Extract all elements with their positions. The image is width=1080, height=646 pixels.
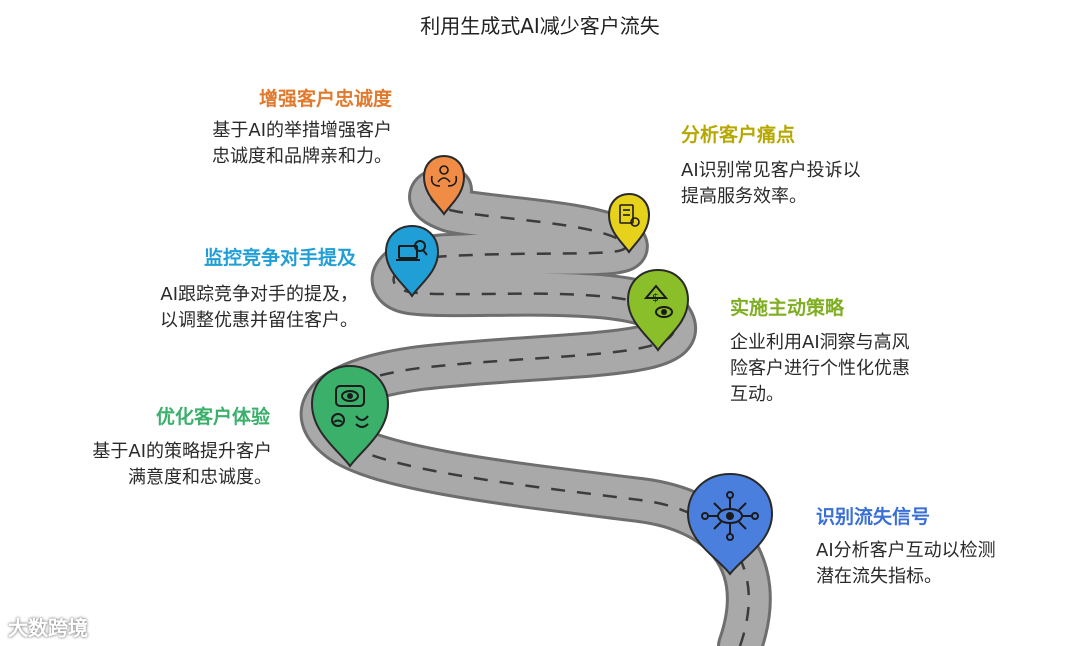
pin-3: $ — [626, 268, 690, 352]
step-desc-churn-signals: AI分析客户互动以检测潜在流失指标。 — [816, 540, 996, 587]
diagram-title: 利用生成式AI减少客户流失 — [420, 14, 660, 38]
step-label-painpoints: 分析客户痛点 — [681, 124, 796, 146]
pin-4 — [384, 224, 440, 298]
pin-1 — [686, 472, 774, 576]
customer-feedback-icon — [331, 385, 369, 428]
laptop-search-icon — [396, 240, 428, 261]
step-desc-competitors: AI跟踪竞争对手的提及，以调整优惠并留住客户。 — [160, 284, 358, 331]
step-label-churn-signals: 识别流失信号 — [816, 506, 931, 528]
pin-6 — [422, 154, 466, 216]
money-insight-icon: $ — [643, 284, 673, 318]
step-desc-painpoints: AI识别常见客户投诉以提高服务效率。 — [681, 160, 861, 207]
step-desc-proactive: 企业利用AI洞察与高风险客户进行个性化优惠互动。 — [730, 332, 910, 405]
person-hands-icon — [430, 165, 458, 187]
step-desc-loyalty: 基于AI的举措增强客户忠诚度和品牌亲和力。 — [212, 120, 392, 167]
checklist-gear-icon — [619, 204, 640, 227]
step-label-proactive: 实施主动策略 — [730, 297, 845, 319]
watermark: 大数跨境 — [8, 616, 88, 640]
pin-5 — [607, 192, 651, 254]
svg-text:$: $ — [652, 291, 659, 304]
step-label-loyalty: 增强客户忠诚度 — [258, 88, 392, 110]
step-label-competitors: 监控竞争对手提及 — [203, 247, 356, 269]
network-eye-icon — [701, 491, 759, 541]
pin-2 — [310, 364, 390, 468]
step-label-experience: 优化客户体验 — [155, 406, 270, 428]
step-desc-experience: 基于AI的策略提升客户满意度和忠诚度。 — [92, 441, 272, 488]
